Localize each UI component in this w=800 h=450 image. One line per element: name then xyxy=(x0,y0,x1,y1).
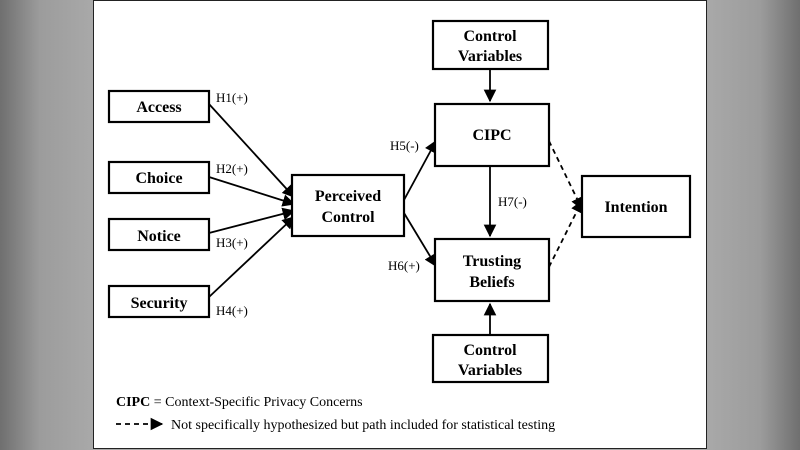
node-trusting-beliefs-line1: Trusting xyxy=(463,253,521,270)
legend-abbr: CIPC xyxy=(116,395,150,410)
node-control-variables-bottom-line1: Control xyxy=(463,342,517,359)
node-choice: Choice xyxy=(107,160,211,195)
node-notice: Notice xyxy=(107,217,211,252)
hypothesis-h2-label: H2(+) xyxy=(216,161,248,176)
hypothesis-h6-label: H6(+) xyxy=(388,258,420,273)
edge-choice-to-perceived-control xyxy=(208,176,296,207)
node-trusting-beliefs: Trusting Beliefs xyxy=(433,237,551,303)
edge-trusting-beliefs-to-intention-dashed xyxy=(548,199,583,268)
node-cipc-label: CIPC xyxy=(472,127,511,144)
node-control-variables-top: Control Variables xyxy=(431,19,550,71)
node-intention-label: Intention xyxy=(604,199,667,216)
node-perceived-control: Perceived Control xyxy=(290,173,406,238)
edge-security-to-perceived-control xyxy=(208,216,295,298)
node-control-variables-top-line1: Control xyxy=(463,28,517,45)
edge-perceived-control-to-cipc xyxy=(403,139,437,201)
edge-cipc-to-intention-dashed xyxy=(548,140,583,211)
node-control-variables-bottom-line2: Variables xyxy=(458,362,522,379)
hypothesis-h7-label: H7(-) xyxy=(498,194,527,209)
node-intention: Intention xyxy=(580,174,692,239)
node-cipc: CIPC xyxy=(433,102,551,168)
node-trusting-beliefs-line2: Beliefs xyxy=(469,274,514,291)
node-perceived-control-line2: Control xyxy=(321,209,375,226)
legend: CIPC = Context-Specific Privacy Concerns… xyxy=(116,395,555,433)
edge-access-to-perceived-control xyxy=(208,103,295,198)
hypothesis-h5-label: H5(-) xyxy=(390,138,419,153)
node-perceived-control-line1: Perceived xyxy=(315,188,381,205)
legend-dashed-description: Not specifically hypothesized but path i… xyxy=(171,418,555,433)
research-model-diagram: Access Choice Notice Security Perceived … xyxy=(107,19,692,433)
node-choice-label: Choice xyxy=(135,170,182,187)
node-security-label: Security xyxy=(131,295,188,312)
node-access: Access xyxy=(107,89,211,124)
legend-abbr-definition: = Context-Specific Privacy Concerns xyxy=(150,395,362,410)
legend-abbreviation-line: CIPC = Context-Specific Privacy Concerns xyxy=(116,395,363,410)
node-access-label: Access xyxy=(136,99,181,116)
node-notice-label: Notice xyxy=(137,228,181,245)
diagram-panel: Access Choice Notice Security Perceived … xyxy=(93,0,707,449)
node-control-variables-bottom: Control Variables xyxy=(431,333,550,384)
edges xyxy=(208,69,583,335)
hypothesis-h3-label: H3(+) xyxy=(216,235,248,250)
node-security: Security xyxy=(107,284,211,319)
edge-perceived-control-to-trusting-beliefs xyxy=(403,212,437,268)
node-control-variables-top-line2: Variables xyxy=(458,48,522,65)
hypothesis-h4-label: H4(+) xyxy=(216,303,248,318)
hypothesis-h1-label: H1(+) xyxy=(216,90,248,105)
edge-notice-to-perceived-control xyxy=(208,207,296,234)
